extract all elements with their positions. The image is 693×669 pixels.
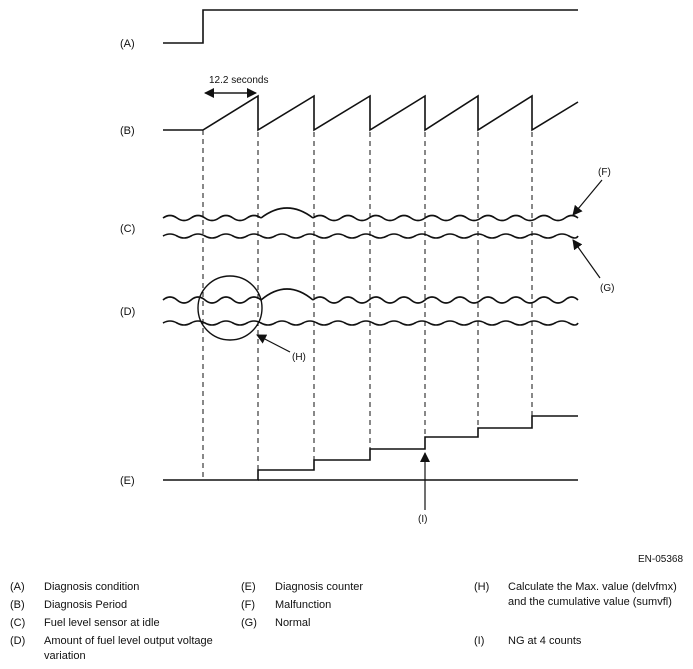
- legend-text: Diagnosis counter: [275, 581, 364, 593]
- callout-h-label: (H): [292, 352, 306, 363]
- signal-a-step: [163, 9, 578, 44]
- callout-f-arrow: [572, 179, 603, 216]
- legend-text: Diagnosis condition: [44, 581, 140, 593]
- legend-text: Malfunction: [275, 599, 332, 611]
- legend-text: NG at 4 counts: [508, 635, 582, 647]
- evaluation-circle: [197, 275, 263, 341]
- legend-text: Diagnosis Period: [44, 599, 128, 611]
- legend-key: (D): [10, 635, 26, 647]
- callout-h-arrow: [256, 334, 291, 353]
- legend-key: (E): [241, 581, 256, 593]
- figure-code: EN-05368: [638, 554, 683, 565]
- callout-i-label: (I): [418, 514, 427, 525]
- legend-key: (G): [241, 617, 257, 629]
- row-label-b: (B): [120, 125, 135, 137]
- row-label-e: (E): [120, 475, 135, 487]
- legend-key: (C): [10, 617, 26, 629]
- callout-g-arrow: [572, 239, 601, 279]
- legend-key: (A): [10, 581, 25, 593]
- period-label: 12.2 seconds: [209, 75, 269, 86]
- signal-d: [162, 288, 579, 326]
- legend-key: (I): [474, 635, 485, 647]
- callout-g-label: (G): [600, 283, 614, 294]
- row-label-c: (C): [120, 223, 135, 235]
- legend-text: Calculate the Max. value (delvfmx) and t…: [508, 581, 677, 608]
- legend-key: (B): [10, 599, 25, 611]
- legend-text: Normal: [275, 617, 311, 629]
- legend-key: (H): [474, 581, 490, 593]
- callout-f-label: (F): [598, 167, 611, 178]
- signal-e-counter: [163, 415, 578, 481]
- signal-c: [162, 207, 579, 239]
- timing-guides: [202, 96, 533, 480]
- legend-text: Amount of fuel level output voltage vari…: [44, 635, 213, 662]
- legend-text: Fuel level sensor at idle: [44, 617, 160, 629]
- legend-key: (F): [241, 599, 256, 611]
- row-label-d: (D): [120, 306, 135, 318]
- row-label-a: (A): [120, 38, 135, 50]
